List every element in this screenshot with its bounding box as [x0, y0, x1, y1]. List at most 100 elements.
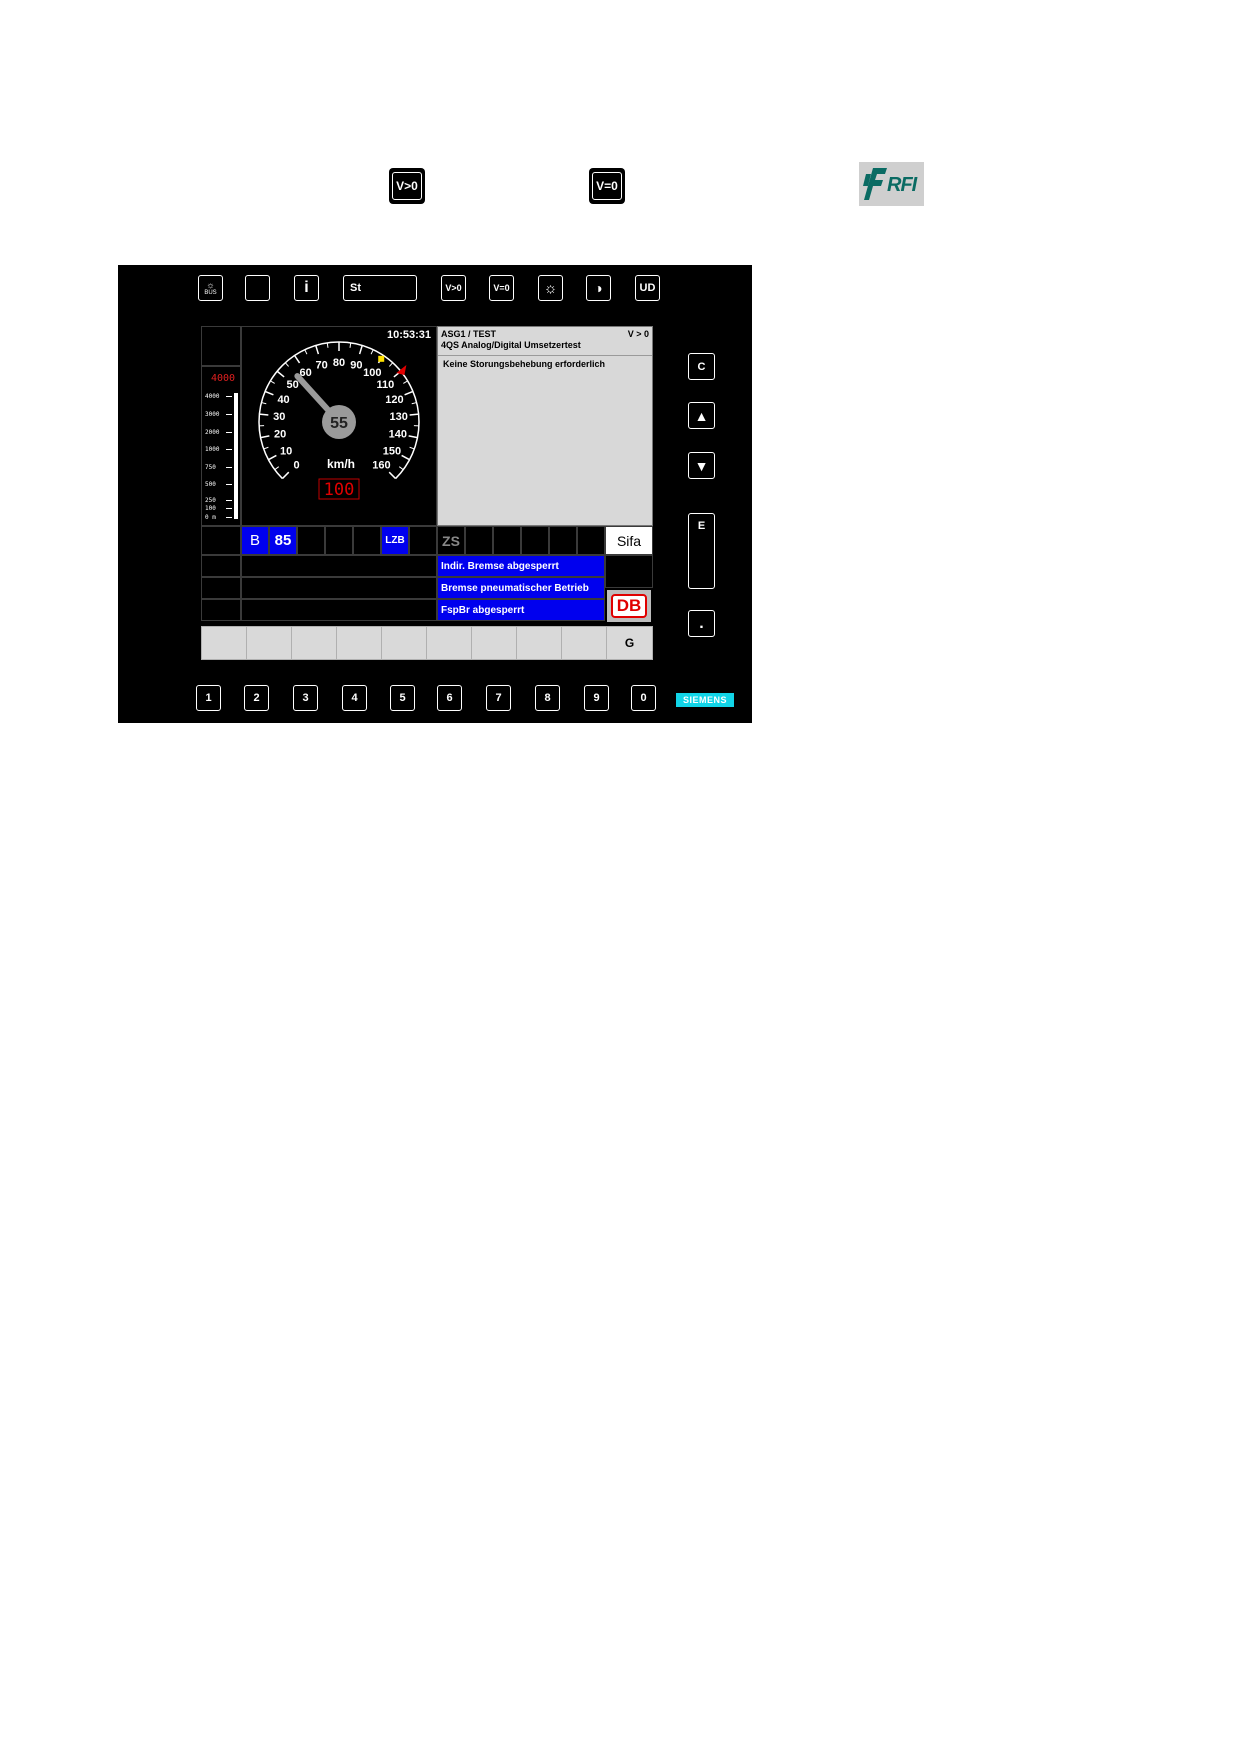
- distance-tick: [226, 517, 232, 518]
- down-arrow-button[interactable]: ▼: [688, 452, 715, 479]
- v-equals-zero-button[interactable]: V=0: [489, 275, 514, 301]
- status-cell: [201, 526, 241, 555]
- dial-label: 60: [300, 367, 312, 379]
- speed-unit: km/h: [327, 457, 355, 471]
- message-state: V > 0: [627, 329, 649, 339]
- dial-label: 120: [385, 394, 403, 406]
- siemens-logo: SIEMENS: [676, 693, 734, 707]
- blank-top-button[interactable]: [245, 275, 270, 301]
- softkey[interactable]: [336, 626, 382, 660]
- dial-major-tick: [264, 390, 274, 396]
- row-cell: [201, 555, 241, 577]
- number-1-button[interactable]: 1: [196, 685, 221, 711]
- distance-header-cell: [201, 326, 241, 366]
- number-4-button[interactable]: 4: [342, 685, 367, 711]
- target-speed-value: 100: [324, 480, 355, 500]
- target-speed-marker: [378, 355, 385, 362]
- notice-fspbr: FspBr abgesperrt: [437, 599, 605, 621]
- dial-major-tick: [260, 435, 270, 439]
- bus-brightness-button[interactable]: ☼ BUS: [198, 275, 223, 301]
- dial-label: 150: [383, 445, 401, 457]
- softkey[interactable]: [561, 626, 607, 660]
- number-9-button[interactable]: 9: [584, 685, 609, 711]
- dial-minor-tick: [326, 342, 329, 348]
- dial-minor-tick: [304, 349, 308, 355]
- row-cell: [241, 555, 437, 577]
- status-zs: ZS: [437, 526, 465, 555]
- dial-minor-tick: [411, 402, 417, 405]
- dial-minor-tick: [409, 446, 415, 450]
- notice-indir-bremse: Indir. Bremse abgesperrt: [437, 555, 605, 577]
- distance-label: 4000: [205, 393, 220, 400]
- dial-minor-tick: [349, 342, 352, 348]
- status-cell: [521, 526, 549, 555]
- softkey[interactable]: [516, 626, 562, 660]
- clock: 10:53:31: [386, 329, 431, 341]
- message-header: ASG1 / TEST 4QS Analog/Digital Umsetzert…: [438, 327, 652, 356]
- status-b: B: [241, 526, 269, 555]
- number-6-button[interactable]: 6: [437, 685, 462, 711]
- info-button[interactable]: i: [294, 275, 319, 301]
- status-sifa: Sifa: [605, 526, 653, 555]
- up-arrow-button[interactable]: ▲: [688, 402, 715, 429]
- speed-hub: [322, 405, 356, 439]
- distance-tick: [226, 508, 232, 509]
- message-title-1: ASG1 / TEST: [441, 329, 497, 339]
- dial-minor-tick: [388, 362, 394, 367]
- dial-label: 20: [274, 429, 286, 441]
- softkey[interactable]: [291, 626, 337, 660]
- dial-major-tick: [276, 370, 285, 378]
- distance-bar: [234, 393, 238, 519]
- dial-major-tick: [388, 471, 397, 480]
- status-cell: [493, 526, 521, 555]
- number-8-button[interactable]: 8: [535, 685, 560, 711]
- db-logo-text: DB: [611, 594, 647, 618]
- softkey[interactable]: [201, 626, 247, 660]
- number-0-button[interactable]: 0: [631, 685, 656, 711]
- dial-label: 90: [350, 360, 362, 372]
- contrast-button[interactable]: ◑: [586, 275, 611, 301]
- softkey[interactable]: [381, 626, 427, 660]
- dial-label: 40: [277, 394, 289, 406]
- speed-value: 55: [330, 415, 348, 432]
- db-logo: DB: [607, 590, 651, 622]
- dial-minor-tick: [398, 466, 404, 471]
- distance-label: 750: [205, 464, 216, 471]
- dial-label: 130: [390, 411, 408, 423]
- dial-major-tick: [401, 454, 410, 461]
- softkey-g[interactable]: G: [606, 626, 653, 660]
- dial-label: 110: [377, 379, 395, 391]
- brightness-button[interactable]: ☼: [538, 275, 563, 301]
- dial-minor-tick: [284, 362, 290, 367]
- c-button[interactable]: C: [688, 353, 715, 380]
- dial-label: 30: [273, 411, 285, 423]
- status-cell: [549, 526, 577, 555]
- softkey[interactable]: [471, 626, 517, 660]
- distance-tick: [226, 467, 232, 468]
- v-greater-zero-button[interactable]: V>0: [441, 275, 466, 301]
- number-2-button[interactable]: 2: [244, 685, 269, 711]
- dot-button[interactable]: .: [688, 610, 715, 637]
- distance-tick: [226, 414, 232, 415]
- softkey[interactable]: [426, 626, 472, 660]
- number-5-button[interactable]: 5: [390, 685, 415, 711]
- st-button[interactable]: St: [343, 275, 417, 301]
- softkey[interactable]: [246, 626, 292, 660]
- distance-tick: [226, 500, 232, 501]
- status-cell: [465, 526, 493, 555]
- notice-bremse-pneumatisch: Bremse pneumatischer Betrieb: [437, 577, 605, 599]
- message-body: Keine Storungsbehebung erforderlich: [443, 359, 606, 369]
- dial-major-tick: [268, 454, 277, 461]
- number-7-button[interactable]: 7: [486, 685, 511, 711]
- dial-label: 140: [389, 429, 407, 441]
- e-button[interactable]: E: [688, 513, 715, 589]
- number-3-button[interactable]: 3: [293, 685, 318, 711]
- sun-icon: ☼: [206, 280, 215, 290]
- distance-tick: [226, 484, 232, 485]
- dial-minor-tick: [261, 402, 267, 405]
- ud-button[interactable]: UD: [635, 275, 660, 301]
- bus-label: BUS: [204, 290, 217, 296]
- distance-tick: [226, 432, 232, 433]
